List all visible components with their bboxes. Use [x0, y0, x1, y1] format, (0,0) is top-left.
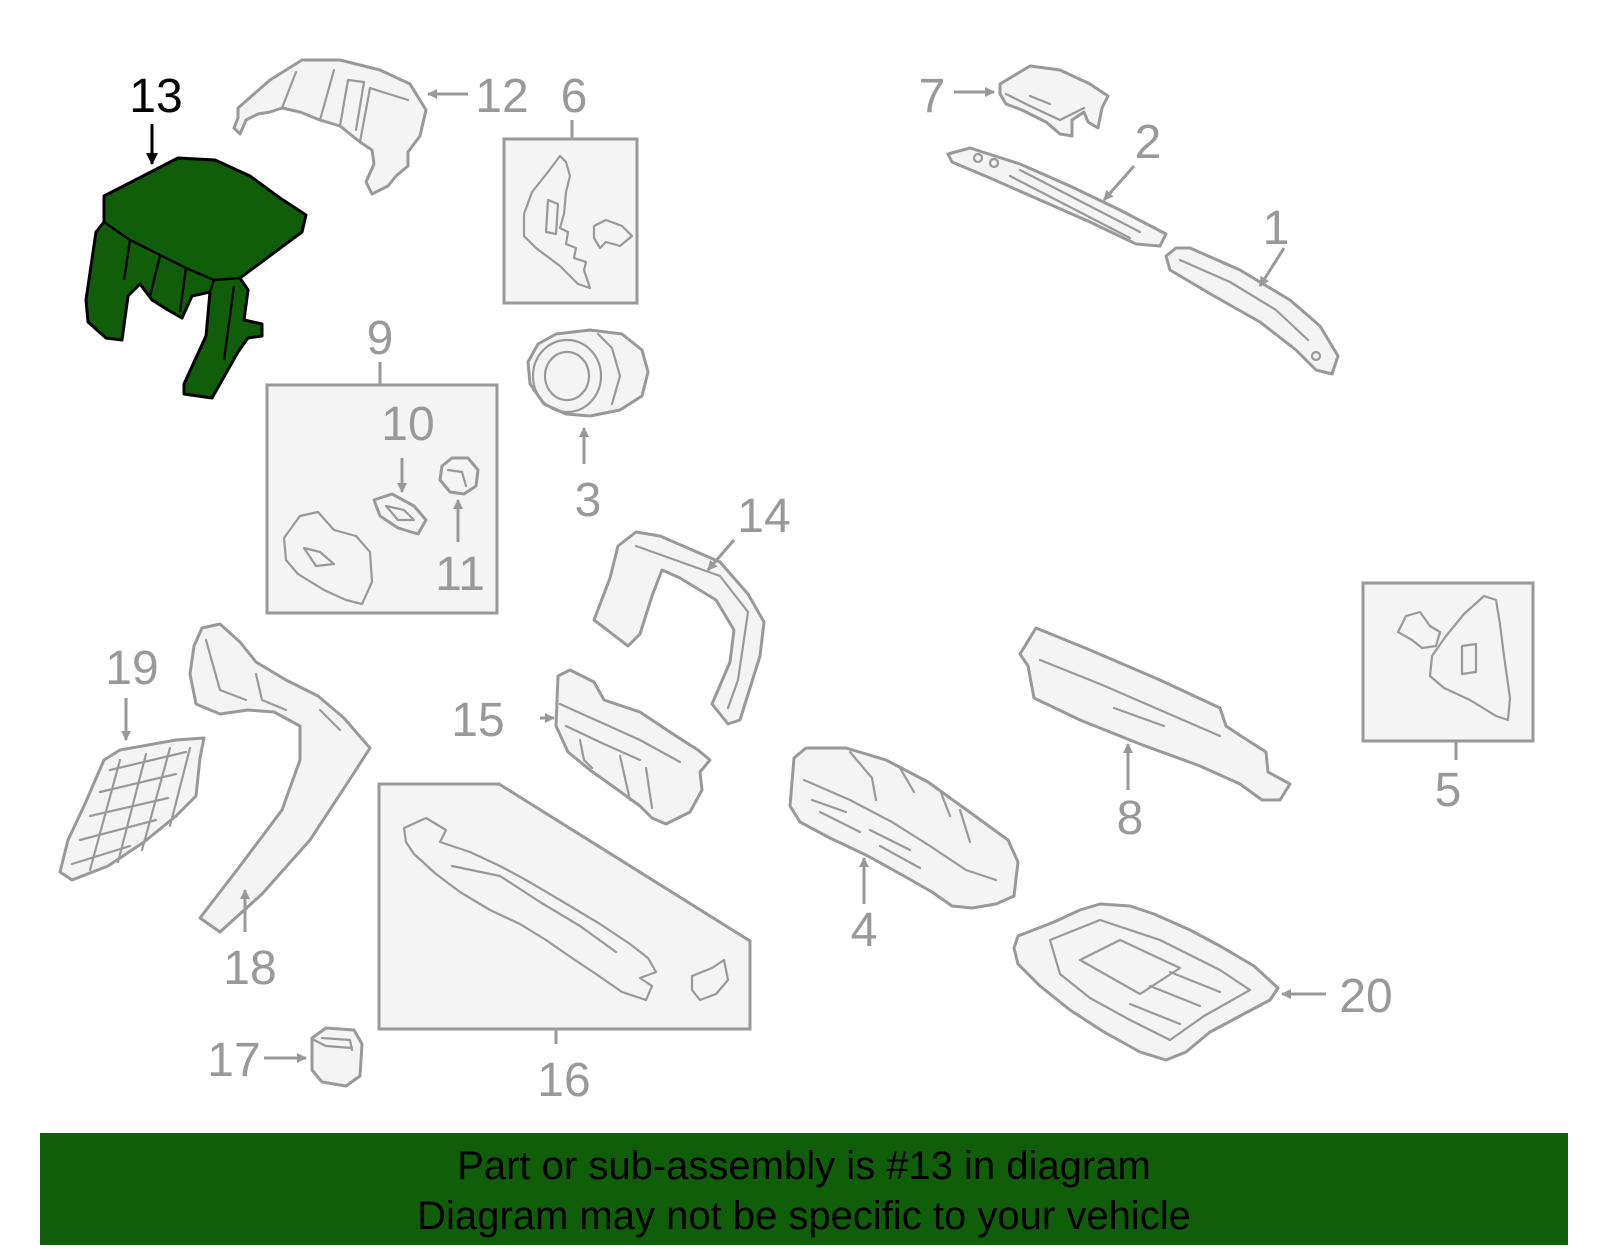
callout-labels: 1 2 3 4 5 6 7 8 9 10 11 12 13 14 15 16 1…	[105, 70, 1461, 1107]
callout-20: 20	[1339, 970, 1392, 1023]
part-16[interactable]	[377, 782, 752, 1031]
callout-7: 7	[919, 70, 946, 123]
callout-18: 18	[223, 942, 276, 995]
callout-14: 14	[737, 490, 790, 543]
callout-15: 15	[451, 694, 504, 747]
part-8[interactable]	[1018, 626, 1292, 802]
banner-line-disclaimer: Diagram may not be specific to your vehi…	[417, 1194, 1191, 1238]
part-4[interactable]	[788, 746, 1020, 910]
callout-4: 4	[851, 904, 878, 957]
info-banner: Part or sub-assembly is #13 in diagram D…	[40, 1133, 1568, 1245]
part-10[interactable]	[372, 492, 428, 536]
banner-line-part: Part or sub-assembly is #13 in diagram	[457, 1144, 1151, 1188]
part-13[interactable]	[84, 156, 308, 400]
callout-13: 13	[129, 70, 182, 123]
part-17[interactable]	[310, 1026, 364, 1088]
part-5[interactable]	[1361, 581, 1535, 743]
callout-11: 11	[435, 548, 485, 601]
callout-9: 9	[367, 312, 394, 365]
part-15[interactable]	[554, 668, 712, 826]
part-20[interactable]	[1012, 902, 1280, 1062]
part-12[interactable]	[232, 58, 428, 196]
callout-3: 3	[575, 474, 602, 527]
part-11[interactable]	[438, 456, 480, 496]
part-6[interactable]	[502, 137, 639, 305]
callout-12: 12	[475, 70, 528, 123]
part-18[interactable]	[188, 622, 372, 934]
leader-lines	[121, 87, 1458, 1063]
part-14[interactable]	[592, 530, 766, 726]
part-2[interactable]	[946, 146, 1168, 248]
callout-6: 6	[561, 70, 588, 123]
callout-19: 19	[105, 642, 158, 695]
callout-5: 5	[1435, 764, 1462, 817]
part-3[interactable]	[526, 328, 650, 418]
callout-2: 2	[1135, 116, 1162, 169]
callout-1: 1	[1263, 202, 1290, 255]
callout-17: 17	[207, 1034, 260, 1087]
part-7[interactable]	[998, 64, 1110, 138]
callout-8: 8	[1117, 792, 1144, 845]
part-19[interactable]	[58, 736, 206, 882]
callout-10: 10	[381, 398, 434, 451]
callout-16: 16	[537, 1054, 590, 1107]
part-1[interactable]	[1164, 246, 1340, 376]
